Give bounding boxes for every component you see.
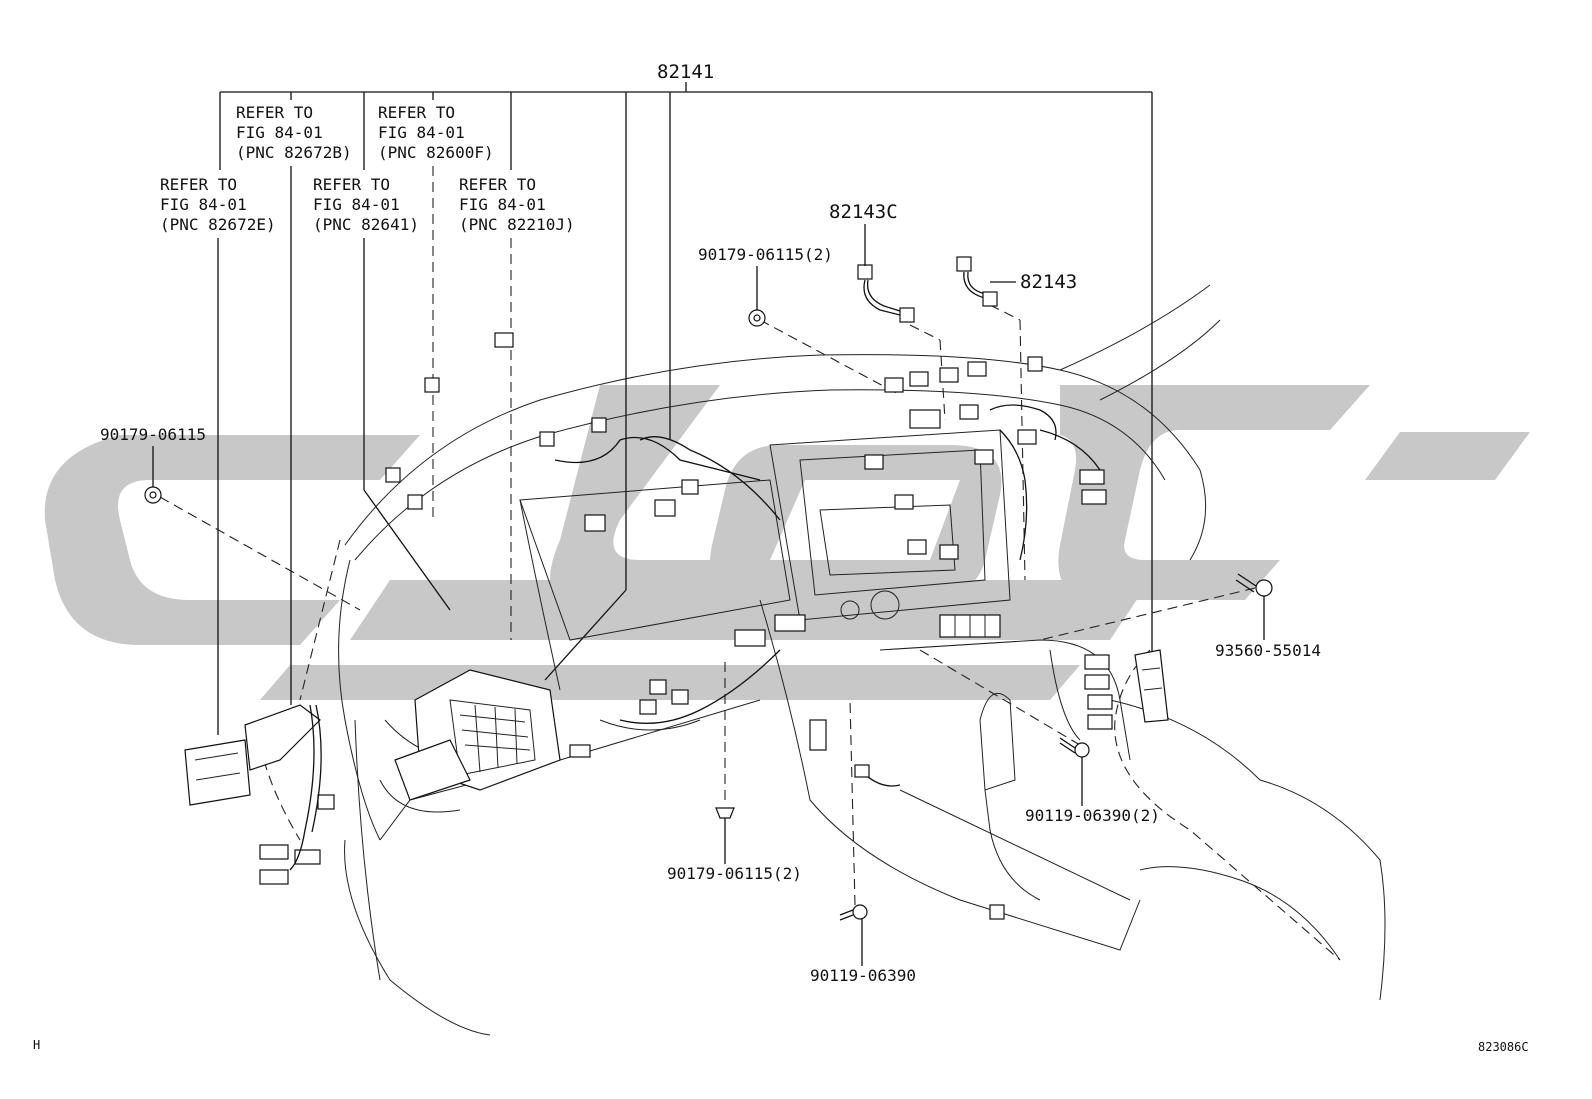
reference-82641: REFER TO FIG 84-01 (PNC 82641)	[313, 175, 419, 234]
reference-82672b: REFER TO FIG 84-01 (PNC 82672B)	[236, 103, 352, 162]
label-90179-top: 90179-06115(2)	[698, 245, 833, 264]
connector-82143c	[857, 264, 915, 323]
relay-icon-top	[494, 332, 514, 348]
clip-icon-left	[144, 486, 162, 504]
svg-text:REFER TO: REFER TO	[378, 103, 455, 122]
reference-82210j: REFER TO FIG 84-01 (PNC 82210J)	[459, 175, 575, 234]
svg-text:(PNC 82672E): (PNC 82672E)	[160, 215, 276, 234]
label-90179-bottom: 90179-06115(2)	[667, 864, 802, 883]
harness-connectors-right	[854, 356, 1113, 920]
svg-text:FIG 84-01: FIG 84-01	[236, 123, 323, 142]
svg-text:FIG 84-01: FIG 84-01	[459, 195, 546, 214]
label-82143c: 82143C	[829, 201, 898, 223]
label-93560: 93560-55014	[1215, 641, 1321, 660]
bolt-icon-lower-right	[1059, 737, 1090, 758]
junction-block	[394, 669, 561, 801]
harness-connectors-left	[259, 704, 335, 885]
svg-text:(PNC 82210J): (PNC 82210J)	[459, 215, 575, 234]
ecu-module-left	[184, 704, 321, 806]
bolt-icon-bottom	[839, 904, 868, 921]
svg-text:FIG 84-01: FIG 84-01	[160, 195, 247, 214]
harness-connectors-center	[385, 417, 827, 758]
labels: 82141 REFER TO FIG 84-01 (PNC 82672B) RE…	[33, 61, 1529, 1054]
connector-icon-small	[424, 377, 440, 393]
label-82141: 82141	[657, 61, 714, 83]
clip-icon-top	[748, 309, 766, 327]
svg-text:REFER TO: REFER TO	[459, 175, 536, 194]
connector-82143	[956, 256, 998, 307]
label-90179-left: 90179-06115	[100, 425, 206, 444]
svg-text:(PNC 82600F): (PNC 82600F)	[378, 143, 494, 162]
svg-text:(PNC 82672B): (PNC 82672B)	[236, 143, 352, 162]
svg-text:FIG 84-01: FIG 84-01	[313, 195, 400, 214]
clip-icon-bottom	[715, 807, 735, 819]
part-glyphs	[144, 256, 1273, 921]
reference-82600f: REFER TO FIG 84-01 (PNC 82600F)	[378, 103, 494, 162]
label-90119-bottom: 90119-06390	[810, 966, 916, 985]
reference-leaders	[217, 166, 1153, 735]
label-82143: 82143	[1020, 271, 1077, 293]
svg-text:(PNC 82641): (PNC 82641)	[313, 215, 419, 234]
svg-text:FIG 84-01: FIG 84-01	[378, 123, 465, 142]
bracket-right	[1134, 649, 1169, 723]
svg-text:REFER TO: REFER TO	[313, 175, 390, 194]
svg-text:REFER TO: REFER TO	[236, 103, 313, 122]
bolt-icon-right	[1235, 573, 1273, 597]
corner-mark: H	[33, 1038, 40, 1052]
label-90119-right: 90119-06390(2)	[1025, 806, 1160, 825]
reference-82672e: REFER TO FIG 84-01 (PNC 82672E)	[160, 175, 276, 234]
figure-code: 823086C	[1478, 1040, 1529, 1054]
svg-text:REFER TO: REFER TO	[160, 175, 237, 194]
